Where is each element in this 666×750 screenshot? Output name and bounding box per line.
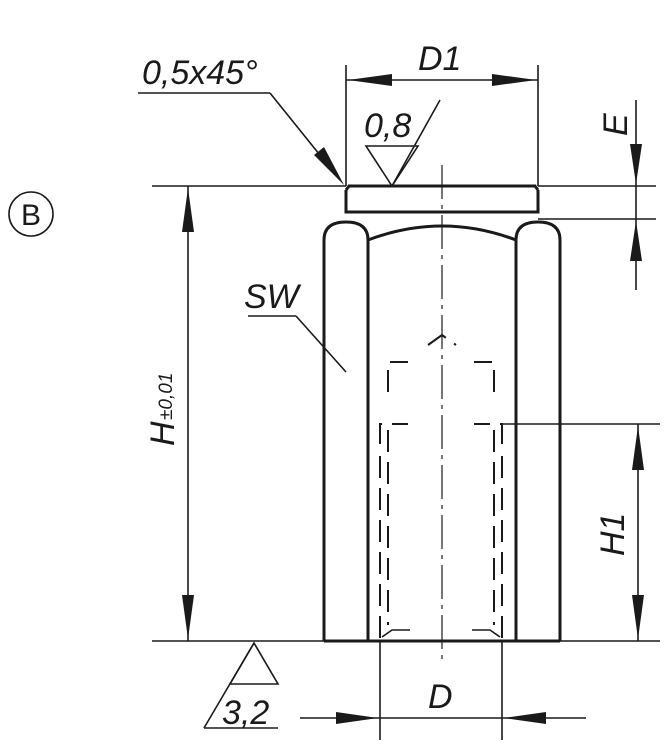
chamfer-arrow <box>314 147 344 185</box>
hidden-lines <box>379 333 503 641</box>
sw-callout: SW <box>244 278 347 373</box>
dimension-d: D <box>300 641 586 740</box>
chamfer-callout: 0,5x45° <box>138 54 344 185</box>
h-label: H <box>144 421 182 446</box>
d1-arrow-right <box>492 74 536 86</box>
view-circle <box>8 191 54 237</box>
roughness-top-label: 0,8 <box>364 107 411 145</box>
d1-label: D1 <box>418 40 461 78</box>
dimension-h: H ±0,01 <box>144 185 346 642</box>
e-arrow-top <box>630 144 642 184</box>
d-label: D <box>428 678 453 716</box>
hidden-chamfer-right <box>472 629 501 638</box>
hidden-thread-left-top <box>379 423 408 444</box>
dimension-h1: H1 <box>500 423 660 642</box>
d1-arrow-left <box>348 74 392 86</box>
sw-leader <box>295 315 347 373</box>
roughness-bottom-label: 3,2 <box>222 694 269 732</box>
part-body <box>322 184 562 643</box>
h-arrow-top <box>182 188 194 232</box>
chamfer-label: 0,5x45° <box>142 54 258 92</box>
h1-label: H1 <box>594 513 632 556</box>
roughness-bottom-symbol <box>228 641 280 685</box>
roughness-top-symbol <box>364 145 420 188</box>
h-arrow-bottom <box>182 595 194 639</box>
e-label: E <box>597 113 635 136</box>
view-indicator: B <box>8 191 54 237</box>
top-collar <box>344 190 540 214</box>
hidden-chamfer-left <box>381 629 410 638</box>
hex-left-flat <box>322 220 370 641</box>
d-arrow-right <box>504 712 546 724</box>
chamfer-right <box>533 185 540 191</box>
dimension-d1: D1 <box>345 40 539 186</box>
chamfer-left <box>344 185 351 191</box>
h1-arrow-top <box>632 426 644 470</box>
hidden-thread-right-top <box>474 423 503 444</box>
hidden-bore-right-top <box>474 361 495 392</box>
d-arrow-left <box>336 712 378 724</box>
h-tolerance: ±0,01 <box>156 373 177 420</box>
roughness-bottom: 3,2 <box>203 641 280 732</box>
hex-right-flat <box>514 220 562 641</box>
h1-arrow-bottom <box>632 595 644 639</box>
sw-label: SW <box>244 278 302 316</box>
roughness-bottom-tail <box>203 642 255 729</box>
view-letter: B <box>21 199 41 232</box>
roughness-top: 0,8 <box>364 99 441 188</box>
hidden-bore-left-top <box>387 361 408 392</box>
roughness-top-tail <box>391 99 441 187</box>
e-arrow-bottom <box>630 221 642 261</box>
dimension-e: E <box>538 100 656 290</box>
